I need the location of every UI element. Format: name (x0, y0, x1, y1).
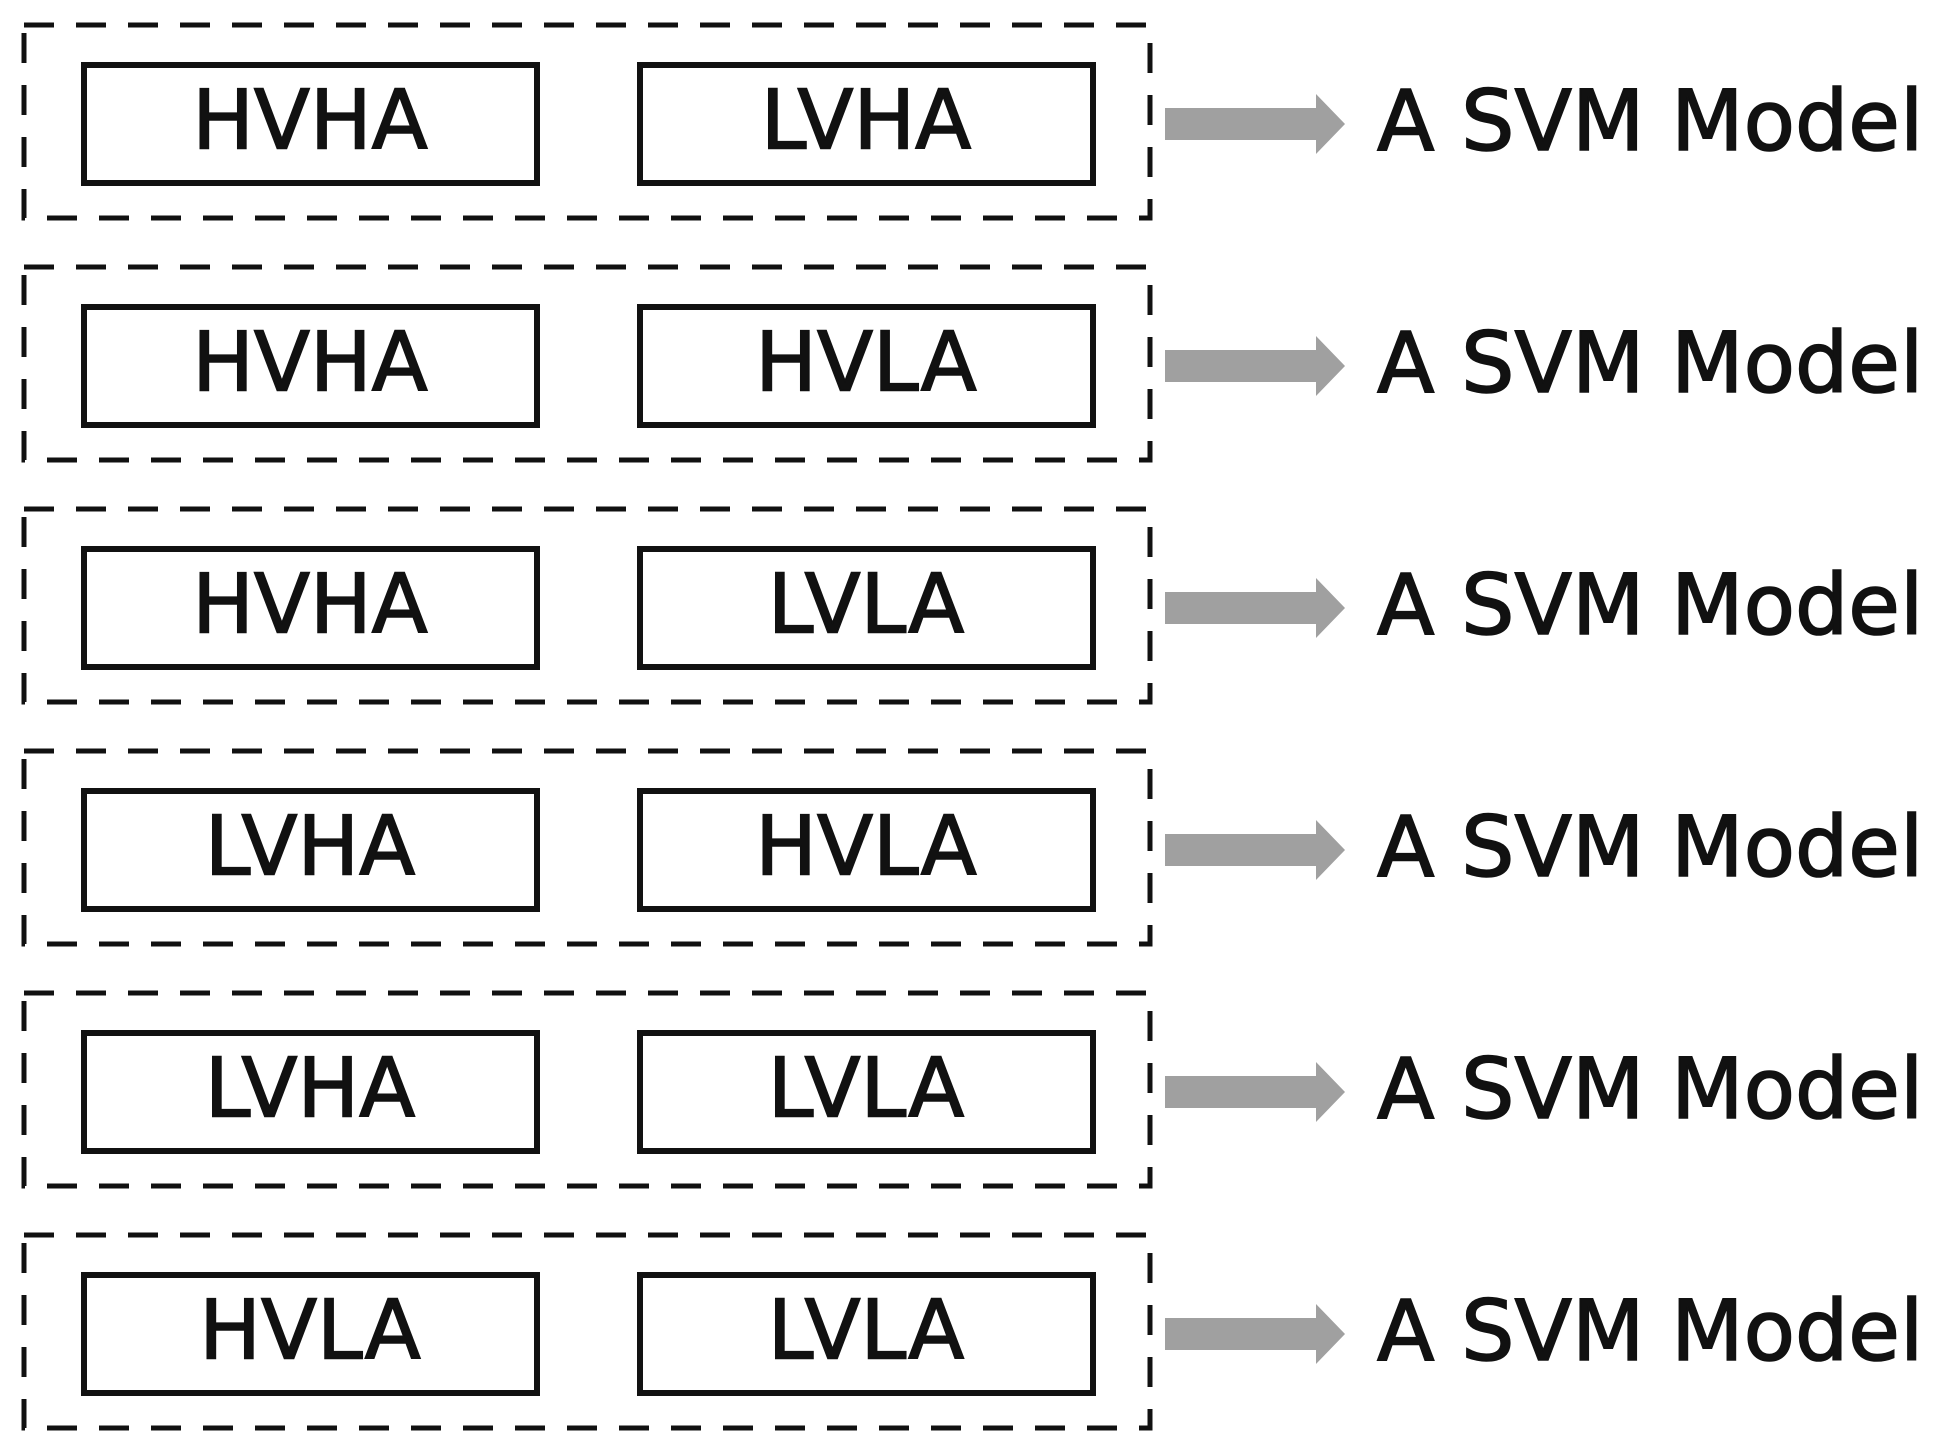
right-arrow-icon (1165, 1062, 1345, 1122)
right-class-label: LVLA (768, 1041, 964, 1136)
pair-row-0: HVHA LVHA A SVM Model (21, 22, 1924, 221)
right-arrow-icon (1165, 578, 1345, 638)
left-class-label: HVHA (192, 557, 428, 652)
right-class-box (637, 1272, 1096, 1396)
pair-group-frame (21, 506, 1153, 705)
right-class-box (637, 1030, 1096, 1154)
pair-row-1: HVHA HVLA A SVM Model (21, 264, 1924, 463)
right-arrow-icon (1165, 1304, 1345, 1364)
right-class-label: HVLA (755, 799, 976, 894)
right-arrow-icon (1165, 820, 1345, 880)
left-class-box (81, 546, 540, 670)
pair-row-2: HVHA LVLA A SVM Model (21, 506, 1924, 705)
right-class-box (637, 304, 1096, 428)
left-class-box (81, 1272, 540, 1396)
pair-row-5: HVLA LVLA A SVM Model (21, 1232, 1924, 1431)
pair-row-3: LVHA HVLA A SVM Model (21, 748, 1924, 947)
pair-group-frame (21, 990, 1153, 1189)
left-class-box (81, 304, 540, 428)
svm-model-label: A SVM Model (1377, 798, 1923, 896)
right-class-box (637, 546, 1096, 670)
svm-model-label: A SVM Model (1377, 1282, 1923, 1380)
right-arrow-icon (1165, 94, 1345, 154)
right-arrow-icon (1165, 336, 1345, 396)
right-class-label: LVLA (768, 1283, 964, 1378)
left-class-label: HVHA (192, 315, 428, 410)
right-class-box (637, 788, 1096, 912)
left-class-label: LVHA (205, 1041, 416, 1136)
left-class-label: HVLA (199, 1283, 420, 1378)
svm-model-label: A SVM Model (1377, 72, 1923, 170)
left-class-label: LVHA (205, 799, 416, 894)
right-class-label: LVHA (761, 73, 972, 168)
pair-group-frame (21, 748, 1153, 947)
svm-model-label: A SVM Model (1377, 556, 1923, 654)
pair-group-frame (21, 22, 1153, 221)
svm-model-label: A SVM Model (1377, 314, 1923, 412)
left-class-box (81, 62, 540, 186)
right-class-label: HVLA (755, 315, 976, 410)
right-class-box (637, 62, 1096, 186)
left-class-label: HVHA (192, 73, 428, 168)
pair-group-frame (21, 264, 1153, 463)
svm-model-label: A SVM Model (1377, 1040, 1923, 1138)
right-class-label: LVLA (768, 557, 964, 652)
pair-row-4: LVHA LVLA A SVM Model (21, 990, 1924, 1189)
pair-group-frame (21, 1232, 1153, 1431)
left-class-box (81, 1030, 540, 1154)
left-class-box (81, 788, 540, 912)
